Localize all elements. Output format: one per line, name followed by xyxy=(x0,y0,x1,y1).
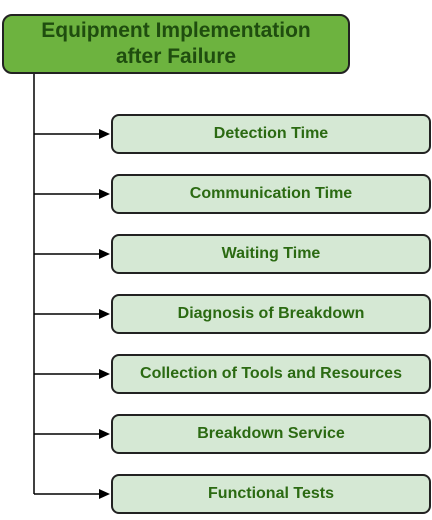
item-waiting-time: Waiting Time xyxy=(111,234,431,274)
title-box: Equipment Implementation after Failure xyxy=(2,14,350,74)
item-label: Functional Tests xyxy=(208,485,334,502)
item-label: Waiting Time xyxy=(221,245,321,262)
item-label: Breakdown Service xyxy=(197,425,345,442)
item-label: Detection Time xyxy=(213,125,329,142)
arrowhead-icon xyxy=(99,309,110,319)
arrowhead-icon xyxy=(99,129,110,139)
arrowhead-icon xyxy=(99,369,110,379)
arrowhead-icon xyxy=(99,429,110,439)
item-communication-time: Communication Time xyxy=(111,174,431,214)
item-label: Diagnosis of Breakdown xyxy=(177,305,365,322)
arrowhead-icon xyxy=(99,189,110,199)
item-diagnosis-of-breakdown: Diagnosis of Breakdown xyxy=(111,294,431,334)
arrowhead-icon xyxy=(99,489,110,499)
item-functional-tests: Functional Tests xyxy=(111,474,431,514)
item-detection-time: Detection Time xyxy=(111,114,431,154)
item-label: Collection of Tools and Resources xyxy=(140,365,402,382)
item-breakdown-service: Breakdown Service xyxy=(111,414,431,454)
branch-arrows xyxy=(34,129,110,499)
arrowhead-icon xyxy=(99,249,110,259)
diagram-title: Equipment Implementation after Failure xyxy=(41,19,311,68)
item-collection-of-tools: Collection of Tools and Resources xyxy=(111,354,431,394)
item-label: Communication Time xyxy=(189,185,353,202)
